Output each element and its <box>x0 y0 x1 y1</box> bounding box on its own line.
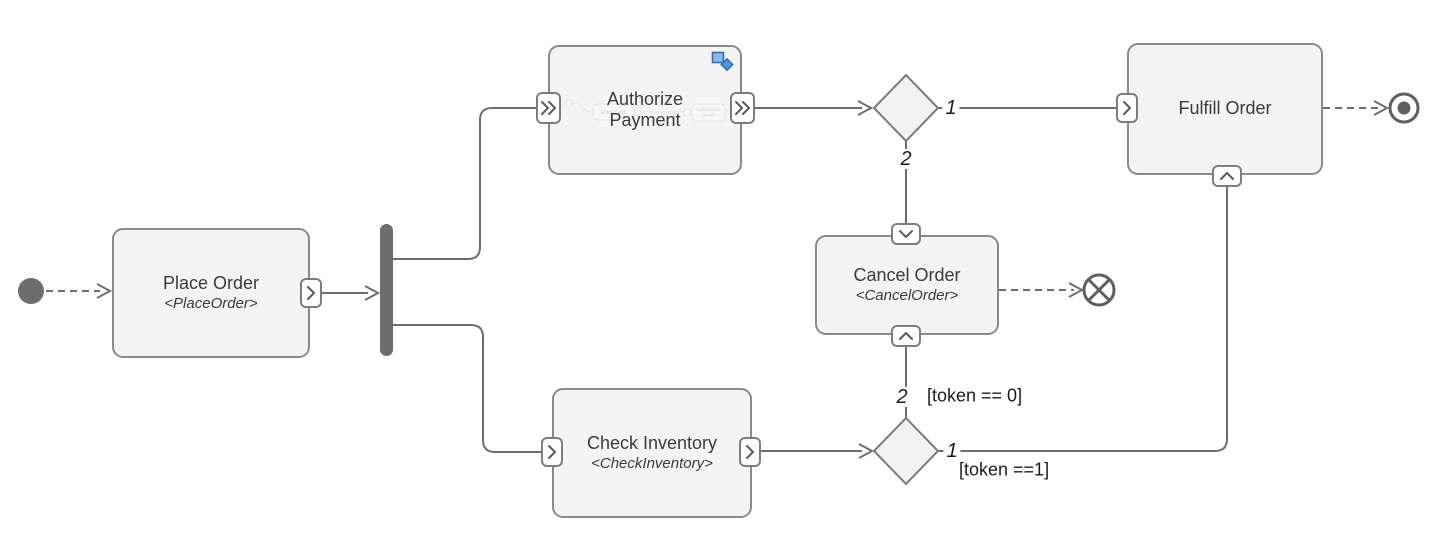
cancel-order-node[interactable]: Cancel Order <CancelOrder> <box>815 235 999 335</box>
decision1-branch1-label: 1 <box>942 98 960 118</box>
port-authorize-out[interactable] <box>730 92 755 124</box>
guard-token-one: [token ==1] <box>957 459 1052 481</box>
node-stereotype: <CheckInventory> <box>591 454 713 472</box>
edge-start-to-place <box>46 283 113 299</box>
check-inventory-node[interactable]: Check Inventory <CheckInventory> <box>552 388 752 518</box>
chevron-right-icon <box>746 445 754 459</box>
node-label: Place Order <box>162 273 260 294</box>
port-check-out[interactable] <box>739 437 761 467</box>
start-node[interactable] <box>18 278 44 304</box>
authorize-payment-node[interactable]: Enter Card Authenticate Details Authoriz… <box>548 45 742 175</box>
node-stereotype: <PlaceOrder> <box>164 294 258 312</box>
preview-step1-label: Enter Card <box>601 110 625 116</box>
port-place-order-out[interactable] <box>300 278 322 308</box>
node-label: Fulfill Order <box>1178 98 1272 119</box>
decision2-node[interactable] <box>872 416 940 486</box>
edge-check-to-decision2 <box>761 443 875 459</box>
decision2-branch1-label: 1 <box>943 441 961 461</box>
node-label: Authorize Payment <box>606 88 684 130</box>
decision1-branch2-label: 2 <box>897 149 915 169</box>
port-cancel-in-bottom[interactable] <box>891 325 921 347</box>
chevron-up-icon <box>1220 172 1234 180</box>
fork-node[interactable] <box>380 224 393 356</box>
port-fulfill-in-left[interactable] <box>1116 93 1138 123</box>
edge-authorize-to-decision1 <box>754 100 874 116</box>
edge-fork-to-check <box>393 324 545 453</box>
chevron-right-icon <box>548 445 556 459</box>
port-cancel-in-top[interactable] <box>891 223 921 245</box>
cancel-end-node[interactable] <box>1082 273 1116 307</box>
chevron-double-right-icon <box>735 101 750 115</box>
edge-fork-to-authorize <box>393 107 540 260</box>
subprocess-indicator-icon[interactable] <box>710 50 736 74</box>
preview-step2-label-line2: Details <box>701 113 716 118</box>
guard-token-zero: [token == 0] <box>925 385 1025 407</box>
node-label: Check Inventory <box>586 433 718 454</box>
chevron-double-right-icon <box>541 101 556 115</box>
port-authorize-in[interactable] <box>536 92 561 124</box>
port-fulfill-in-bottom[interactable] <box>1212 165 1242 187</box>
decision2-branch2-label: 2 <box>893 387 911 407</box>
edge-cancel-to-cancel-end <box>999 282 1085 298</box>
edge-decision2-to-fulfill <box>938 186 1228 452</box>
final-node[interactable] <box>1388 92 1420 124</box>
chevron-right-icon <box>307 286 315 300</box>
edge-fulfill-to-final <box>1323 100 1390 116</box>
subprocess-preview: Enter Card Authenticate Details <box>565 99 740 122</box>
chevron-down-icon <box>899 230 913 238</box>
place-order-node[interactable]: Place Order <PlaceOrder> <box>112 228 310 358</box>
decision1-node[interactable] <box>872 73 940 143</box>
node-stereotype: <CancelOrder> <box>855 286 959 304</box>
chevron-right-icon <box>1123 101 1131 115</box>
node-label: Cancel Order <box>853 265 961 286</box>
chevron-up-icon <box>899 332 913 340</box>
preview-step2-label-line1: Authenticate <box>696 107 722 112</box>
port-check-in[interactable] <box>541 437 563 467</box>
edge-place-to-fork <box>322 285 381 301</box>
fulfill-order-node[interactable]: Fulfill Order <box>1127 43 1323 175</box>
